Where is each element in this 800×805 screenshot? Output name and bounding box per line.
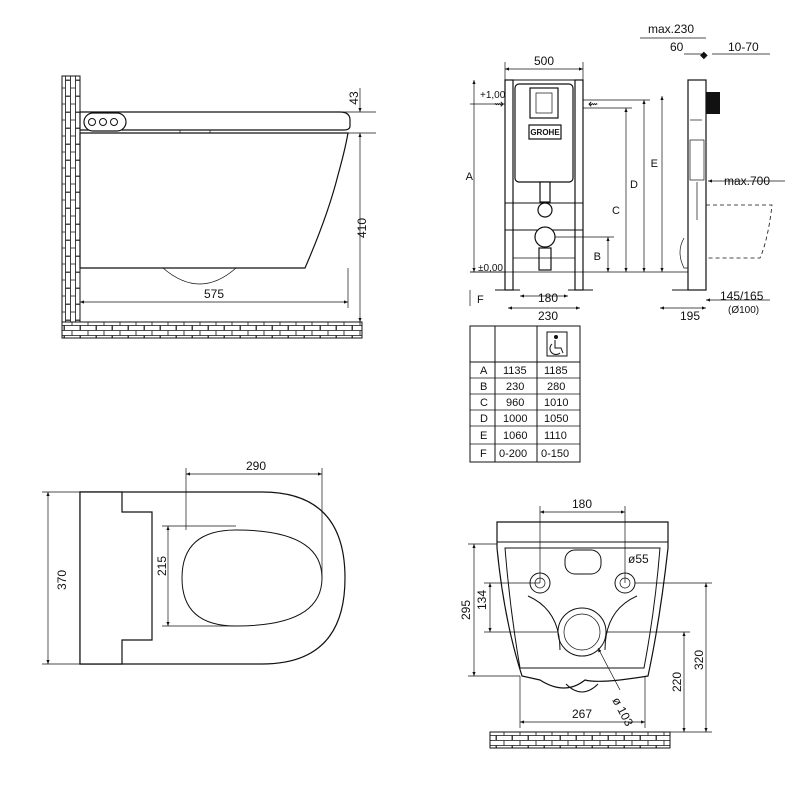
side-view: 575 410 43 xyxy=(61,75,376,339)
side-dim-top: 43 xyxy=(347,91,361,105)
rear-dim-320: 320 xyxy=(692,650,706,670)
level-zero: ±0,00 xyxy=(478,263,503,274)
bowl-outlet xyxy=(162,267,237,285)
side-floor xyxy=(61,321,363,339)
frame-dim-width: 500 xyxy=(534,54,554,68)
frame-dim-10-70: 10-70 xyxy=(728,40,759,54)
frame-post-left xyxy=(504,79,514,291)
side-dim-width: 575 xyxy=(204,287,224,301)
control-button-3 xyxy=(110,118,118,126)
table-key-f: F xyxy=(480,448,487,460)
inner-rear-outline xyxy=(504,547,661,669)
wheelchair-icon xyxy=(546,331,568,357)
control-button-1 xyxy=(88,118,96,126)
brand-badge xyxy=(528,124,562,140)
rear-dim-d55: ø55 xyxy=(628,552,649,566)
top-dim-290: 290 xyxy=(246,459,266,473)
flush-inlet xyxy=(564,549,602,575)
rear-dim-180: 180 xyxy=(572,497,592,511)
rear-foot xyxy=(565,683,599,693)
bowl-rear-outline xyxy=(496,521,669,689)
table-key-a: A xyxy=(480,365,488,377)
seat-control-panel xyxy=(83,112,127,132)
table-f-v1: 0-200 xyxy=(499,448,527,460)
rear-dim-295: 295 xyxy=(459,600,473,620)
frame-side-top-icon: ◆ xyxy=(700,50,708,61)
frame-dim-max230: max.230 xyxy=(648,22,694,36)
rear-dim-267: 267 xyxy=(572,707,592,721)
flush-plate xyxy=(529,87,559,119)
frame-dim-230: 230 xyxy=(538,309,558,323)
top-dim-215: 215 xyxy=(155,556,169,576)
rear-dim-220: 220 xyxy=(670,672,684,692)
rear-floor xyxy=(489,731,671,749)
frame-dim-60: 60 xyxy=(670,40,684,54)
wall-plate xyxy=(706,92,720,114)
table-key-e: E xyxy=(480,430,487,442)
table-f-v2: 0-150 xyxy=(541,448,569,460)
bowl-body xyxy=(79,132,349,269)
frame-dim-180: 180 xyxy=(538,291,558,305)
table-d-v2: 1050 xyxy=(544,413,568,425)
table-c-v2: 1010 xyxy=(544,397,568,409)
table-a-v2: 1185 xyxy=(544,365,568,377)
table-key-c: C xyxy=(480,397,488,409)
seat-lid xyxy=(79,111,351,131)
drain-pipe xyxy=(534,226,556,248)
brand-label: GROHE xyxy=(530,128,560,137)
table-e-v1: 1060 xyxy=(503,430,527,442)
control-button-2 xyxy=(99,118,107,126)
frame-dim-145-165: 145/165 xyxy=(720,289,764,303)
frame-label-d: D xyxy=(630,179,638,191)
rear-view: 180 ø55 295 134 320 220 267 ø 103 xyxy=(459,497,712,749)
table-c-v1: 960 xyxy=(506,397,524,409)
frame-label-f: F xyxy=(477,294,484,306)
flush-pipe xyxy=(539,181,551,203)
level-top: +1,00 xyxy=(480,90,506,101)
flush-outlet xyxy=(537,202,553,218)
table-b-v1: 230 xyxy=(506,381,524,393)
table-e-v2: 1110 xyxy=(544,430,567,442)
rear-housing xyxy=(79,491,153,665)
dimension-table: A 1135 1185 B 230 280 C 960 1010 D 1000 … xyxy=(469,325,581,463)
table-key-b: B xyxy=(480,381,487,393)
top-dim-370: 370 xyxy=(55,570,69,590)
toilet-outline-dashed xyxy=(706,204,773,259)
side-dim-height: 410 xyxy=(355,218,369,238)
top-view: 290 370 215 xyxy=(42,459,346,665)
rear-ribs xyxy=(527,595,638,651)
frame-label-e: E xyxy=(651,158,658,170)
frame-dim-max700: max.700 xyxy=(724,174,770,188)
table-b-v2: 280 xyxy=(547,381,565,393)
rear-dim-134: 134 xyxy=(475,590,489,610)
frame-label-c: C xyxy=(612,205,620,217)
water-inlet-right-icon: ⇜ xyxy=(588,97,598,111)
rear-dim-d103: ø 103 xyxy=(609,695,636,729)
frame-dim-195: 195 xyxy=(680,309,700,323)
table-a-v1: 1135 xyxy=(503,365,527,377)
frame-label-a: A xyxy=(466,171,474,183)
side-drain-bend xyxy=(679,237,688,269)
frame-side-view: ◆ max.230 60 10-70 max.700 195 145/165 (… xyxy=(640,22,785,323)
frame-dim-d100: (Ø100) xyxy=(728,305,759,316)
table-d-v1: 1000 xyxy=(503,413,527,425)
side-wall xyxy=(61,75,81,339)
frame-post-right xyxy=(574,79,584,291)
frame-label-b: B xyxy=(594,251,601,263)
frame-front-view: GROHE ⇝ ⇜ +1,00 ±0,00 500 A B C xyxy=(466,54,700,323)
table-key-d: D xyxy=(480,413,488,425)
